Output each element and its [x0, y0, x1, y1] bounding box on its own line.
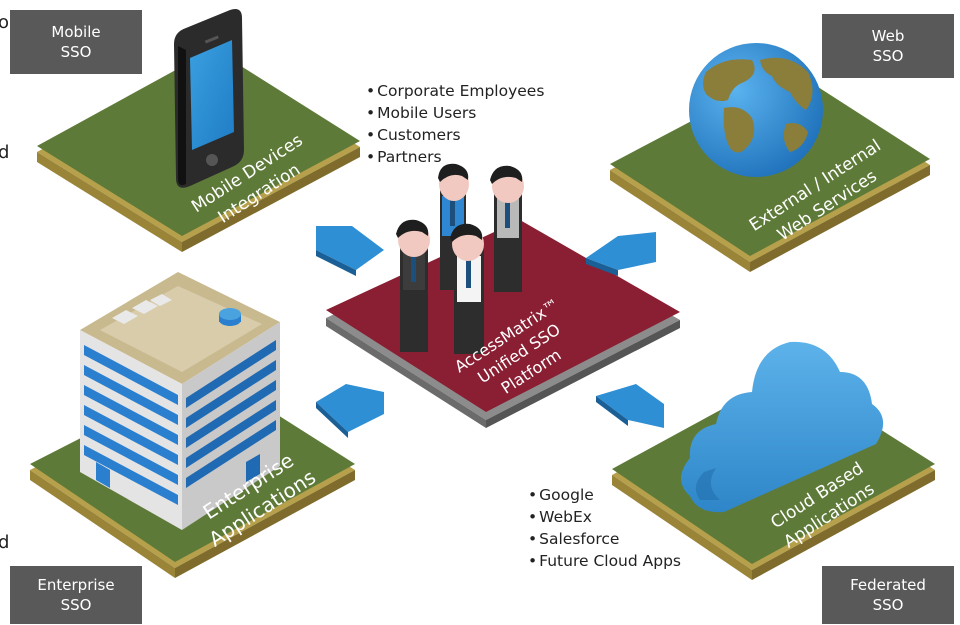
globe-icon — [689, 43, 823, 177]
smartphone-icon — [174, 9, 244, 188]
cloud-icon — [681, 341, 884, 513]
mobile-sso-label-line2: SSO — [60, 43, 92, 61]
web-sso-label-line2: SSO — [872, 47, 904, 65]
list-item: Customers — [366, 124, 544, 146]
user-types-list: Corporate Employees Mobile Users Custome… — [366, 80, 544, 168]
list-item: Future Cloud Apps — [528, 550, 681, 572]
office-building-icon — [80, 272, 280, 530]
mobile-sso-label-line1: Mobile — [51, 23, 101, 41]
edge-glyph-2: d — [0, 142, 10, 163]
web-sso-label-line1: Web — [871, 27, 905, 45]
list-item: Partners — [366, 146, 544, 168]
federated-sso-label-line1: Federated — [850, 576, 926, 594]
list-item: Mobile Users — [366, 102, 544, 124]
edge-glyph-3: d — [0, 532, 10, 553]
web-sso-label: Web SSO — [822, 14, 954, 78]
user-figure-icon — [396, 163, 524, 354]
list-item: Salesforce — [528, 528, 681, 550]
list-item: Corporate Employees — [366, 80, 544, 102]
arrow-icon — [316, 226, 664, 438]
enterprise-sso-label-line2: SSO — [60, 596, 92, 614]
platform-tile — [326, 220, 680, 428]
enterprise-sso-label-line1: Enterprise — [37, 576, 115, 594]
edge-glyph-1: o — [0, 12, 10, 33]
list-item: WebEx — [528, 506, 681, 528]
cloud-apps-list: Google WebEx Salesforce Future Cloud App… — [528, 484, 681, 572]
federated-sso-label-line2: SSO — [872, 596, 904, 614]
mobile-sso-label: Mobile SSO — [10, 10, 142, 74]
list-item: Google — [528, 484, 681, 506]
enterprise-sso-label: Enterprise SSO — [10, 566, 142, 624]
federated-sso-label: Federated SSO — [822, 566, 954, 624]
